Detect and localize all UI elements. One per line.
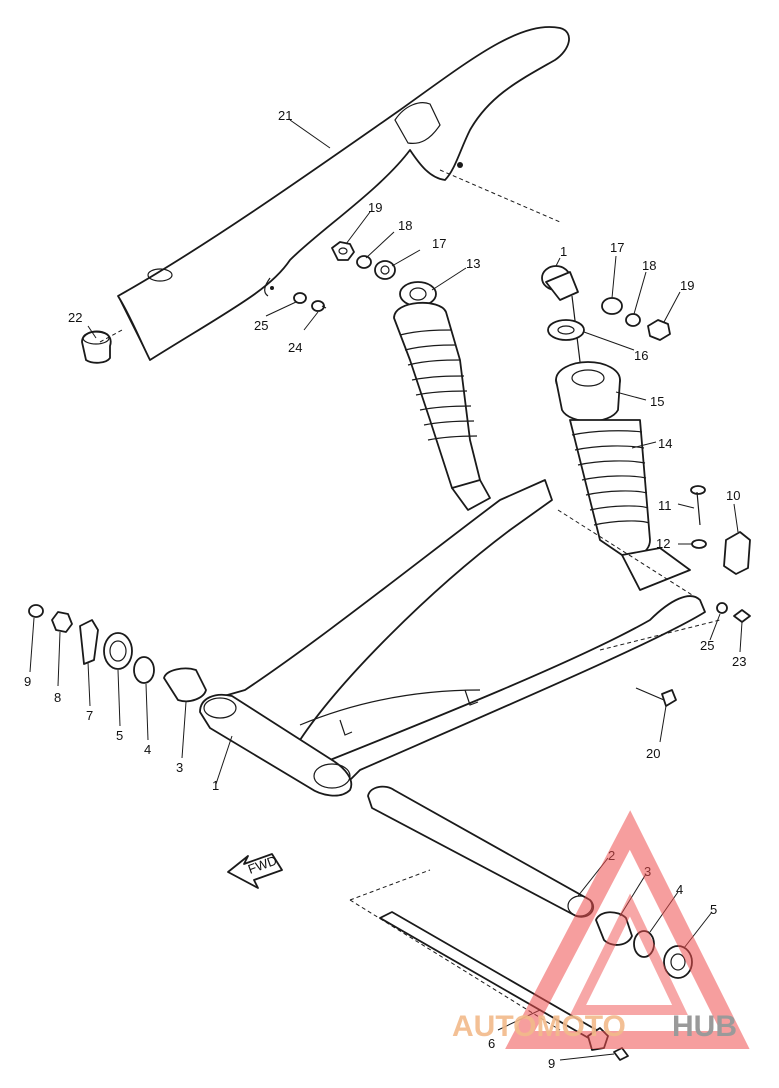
watermark: AUTOMOTO HUB (452, 810, 750, 1049)
callout-22: 22 (68, 310, 82, 325)
washer-bolt-top (293, 292, 327, 312)
left-nut-washers (331, 241, 396, 280)
callout-21: 21 (278, 108, 292, 123)
right-shock-spring (555, 361, 621, 423)
callout-16: 16 (634, 348, 648, 363)
callout-24: 24 (288, 340, 302, 355)
callout-4-right: 4 (676, 882, 683, 897)
swing-arm (199, 479, 706, 797)
callout-6: 6 (488, 1036, 495, 1051)
right-shock-top-parts (541, 265, 671, 379)
guide-lines (99, 169, 721, 1031)
pivot-shaft-lower (367, 785, 693, 979)
callout-20: 20 (646, 746, 660, 761)
callout-19: 19 (368, 200, 382, 215)
watermark-brand-part1: AUTOMOTO (452, 1010, 626, 1043)
callout-9-left: 9 (24, 674, 31, 689)
callout-25-right: 25 (700, 638, 714, 653)
watermark-brand-part2: HUB (672, 1010, 737, 1043)
callout-13: 13 (466, 256, 480, 271)
callout-17: 17 (432, 236, 446, 251)
callout-23: 23 (732, 654, 746, 669)
watermark-triangle-icon (505, 810, 750, 1049)
bolt-20 (635, 687, 677, 707)
callout-12: 12 (656, 536, 670, 551)
callout-14: 14 (658, 436, 672, 451)
callout-10: 10 (726, 488, 740, 503)
callout-18: 18 (398, 218, 412, 233)
callout-19-right: 19 (680, 278, 694, 293)
callout-18-right: 18 (642, 258, 656, 273)
leader-lines (29, 119, 743, 1031)
callout-9-bottom: 9 (548, 1056, 555, 1071)
callout-1-main: 1 (212, 778, 219, 793)
callout-numbers: 21 22 25 24 19 18 17 13 1 17 18 19 16 15… (24, 108, 746, 1071)
callout-15: 15 (650, 394, 664, 409)
callout-11: 11 (658, 498, 672, 513)
callout-5-right: 5 (710, 902, 717, 917)
left-pivot-parts (28, 604, 207, 703)
callout-5-left: 5 (116, 728, 123, 743)
fwd-arrow-icon: FWD (227, 853, 283, 889)
callout-7: 7 (86, 708, 93, 723)
callout-25: 25 (254, 318, 268, 333)
chain-case (117, 26, 570, 361)
callout-3-left: 3 (176, 760, 183, 775)
left-shock-absorber (393, 281, 491, 511)
right-shock-absorber (569, 419, 691, 591)
cap-22 (81, 330, 112, 364)
callout-1-top: 1 (560, 244, 567, 259)
callout-4-left: 4 (144, 742, 151, 757)
callout-8: 8 (54, 690, 61, 705)
callout-17-right: 17 (610, 240, 624, 255)
